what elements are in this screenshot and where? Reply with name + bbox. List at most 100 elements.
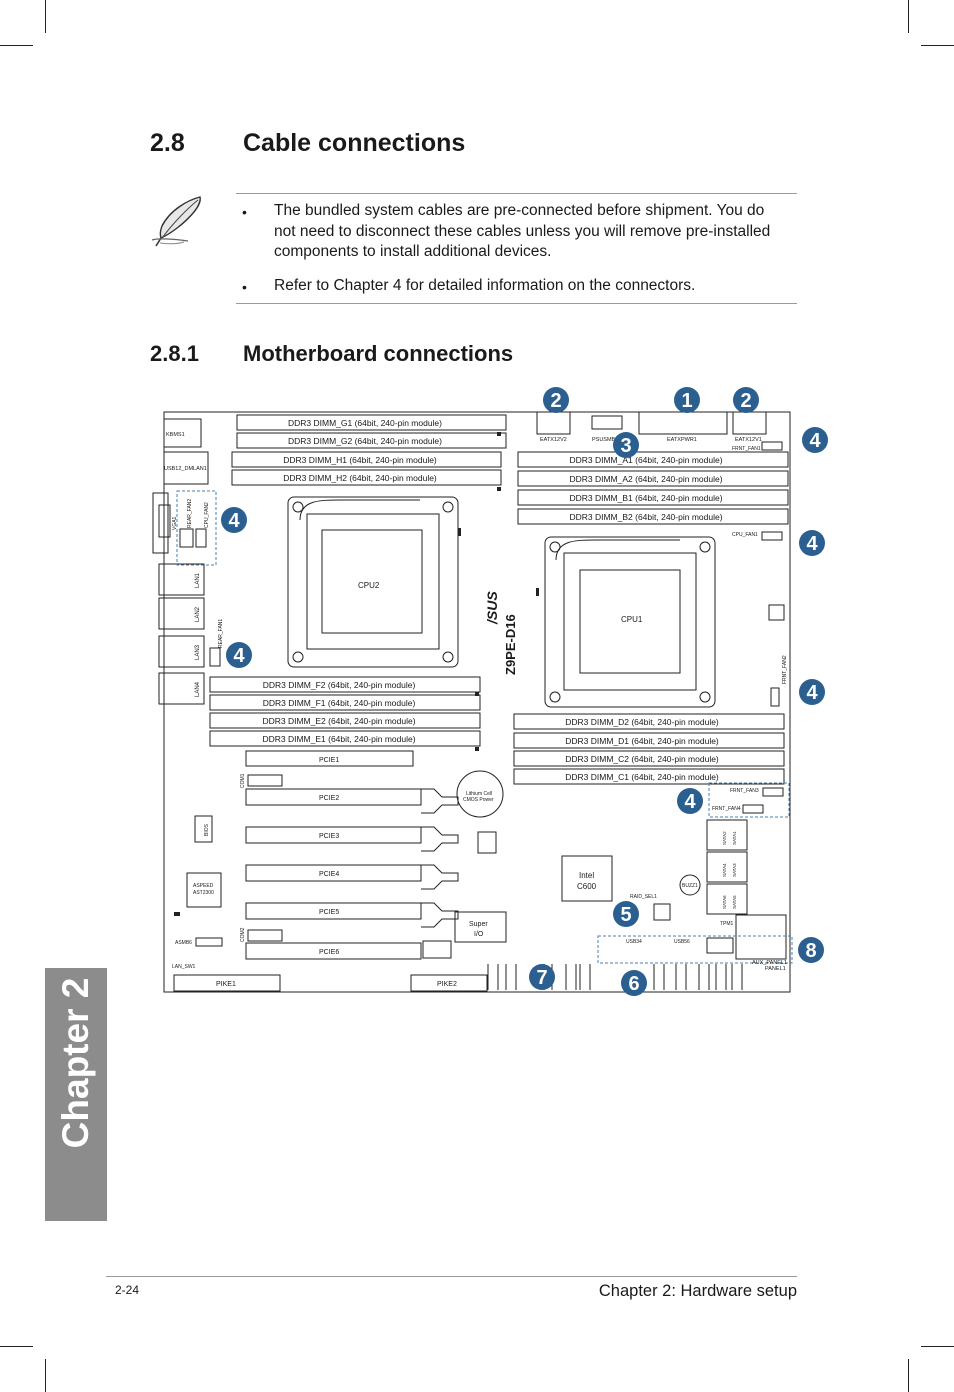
svg-text:3: 3 [620, 435, 631, 457]
psusmb-label: PSUSMB [592, 437, 616, 443]
note-bullet-2: Refer to Chapter 4 for detailed informat… [274, 277, 696, 294]
frnt-fan1-label: FRNT_FAN1 [732, 446, 761, 452]
callout-marker: 4 [221, 507, 247, 533]
dimm-f2-label: DDR3 DIMM_F2 (64bit, 240-pin module) [263, 680, 416, 690]
battery-label-1: Lithium Cell [466, 791, 492, 797]
chapter-tab-label: Chapter 2 [55, 977, 96, 1149]
com1-label: COM1 [240, 773, 246, 788]
callout-marker: 7 [529, 964, 555, 990]
dimm-f1-label: DDR3 DIMM_F1 (64bit, 240-pin module) [263, 698, 416, 708]
dimm-g2-label: DDR3 DIMM_G2 (64bit, 240-pin module) [288, 436, 442, 446]
subsection-number: 2.8.1 [150, 341, 199, 366]
frnt-fan4-label: FRNT_FAN4 [712, 806, 741, 812]
pcie4-label: PCIE4 [319, 871, 339, 878]
eatx12v2-label: EATX12V2 [540, 437, 567, 443]
usb56-label: USB56 [674, 939, 690, 945]
svg-text:4: 4 [806, 533, 818, 555]
pcie6-label: PCIE6 [319, 949, 339, 956]
sata-label-1: SATA1 [732, 831, 737, 845]
pcie2-label: PCIE2 [319, 795, 339, 802]
svg-text:4: 4 [228, 510, 240, 532]
frnt-fan3-label: FRNT_FAN3 [730, 788, 759, 794]
dimm-e1-label: DDR3 DIMM_E1 (64bit, 240-pin module) [262, 734, 415, 744]
crop-mark [908, 1359, 909, 1392]
svg-text:4: 4 [809, 430, 821, 452]
dimm-h1-label: DDR3 DIMM_H1 (64bit, 240-pin module) [283, 455, 437, 465]
svg-text:1: 1 [681, 390, 692, 412]
dimm-b1-label: DDR3 DIMM_B1 (64bit, 240-pin module) [569, 493, 722, 503]
vga1-label: VGA1 [172, 516, 178, 530]
chapter-tab: Chapter 2 [45, 968, 107, 1221]
lan3-label: LAN3 [195, 644, 201, 660]
dimm-b2-label: DDR3 DIMM_B2 (64bit, 240-pin module) [569, 512, 722, 522]
bios-label: BIOS [204, 823, 210, 836]
aspeed-label-2: AST2300 [193, 890, 214, 896]
dimm-a2-label: DDR3 DIMM_A2 (64bit, 240-pin module) [569, 474, 722, 484]
note-bottom-rule [236, 303, 797, 304]
sata-label-2: SATA2 [722, 831, 727, 845]
dimm-d1-label: DDR3 DIMM_D1 (64bit, 240-pin module) [565, 736, 719, 746]
eatx12v1-label: EATX12V1 [735, 437, 762, 443]
usb34-label: USB34 [626, 939, 642, 945]
dimm-c2-label: DDR3 DIMM_C2 (64bit, 240-pin module) [565, 754, 719, 764]
buzz-label: BUZZ1 [682, 883, 698, 889]
note-bullet-1: The bundled system cables are pre-connec… [274, 202, 771, 260]
svg-text:4: 4 [806, 682, 818, 704]
usb12-label: USB12_DMLAN1 [164, 466, 207, 472]
brand-logo: /SUS [484, 591, 500, 625]
model-name: Z9PE-D16 [503, 614, 518, 675]
pcie1-label: PCIE1 [319, 757, 339, 764]
crop-mark [908, 0, 909, 33]
cpu-fan1-label: CPU_FAN1 [732, 532, 758, 538]
dimm-a1-label: DDR3 DIMM_A1 (64bit, 240-pin module) [569, 455, 722, 465]
callout-marker: 4 [677, 788, 703, 814]
sata-label-6: SATA6 [722, 895, 727, 909]
aspeed-label-1: ASPEED [193, 883, 214, 889]
kbms1-label: KBMS1 [166, 432, 185, 438]
sata-label-5: SATA5 [732, 895, 737, 909]
dimm-g1-label: DDR3 DIMM_G1 (64bit, 240-pin module) [288, 418, 442, 428]
cpu2-label: CPU2 [358, 581, 380, 590]
section-number: 2.8 [150, 129, 185, 157]
callout-marker: 6 [621, 970, 647, 996]
svg-text:4: 4 [684, 791, 696, 813]
superio-label-1: Super [469, 921, 488, 928]
pcie5-label: PCIE5 [319, 909, 339, 916]
svg-text:5: 5 [620, 904, 631, 926]
crop-mark [45, 0, 46, 33]
asmb6-label: ASMB6 [175, 940, 192, 946]
raid-sel-label: RAID_SEL1 [630, 894, 657, 900]
panel-label: PANEL1 [765, 966, 786, 972]
intel-label-2: C600 [577, 882, 597, 891]
callout-marker: 4 [802, 427, 828, 453]
pcie3-label: PCIE3 [319, 833, 339, 840]
bullet-marker: • [242, 204, 247, 220]
crop-mark [0, 45, 33, 46]
callout-marker: 4 [799, 679, 825, 705]
svg-text:2: 2 [740, 390, 751, 412]
callout-marker: 2 [543, 387, 569, 413]
footer-rule [106, 1276, 797, 1277]
rear-fan1-label: REAR_FAN1 [218, 619, 224, 648]
svg-text:6: 6 [628, 973, 639, 995]
subsection-title: Motherboard connections [243, 341, 514, 366]
superio-label-2: I/O [474, 931, 484, 938]
aux-panel-label: AUX_PANEL1 [752, 960, 787, 966]
lan4-label: LAN4 [195, 681, 201, 697]
rear-fan2-label: REAR_FAN2 [187, 499, 193, 528]
callout-marker: 8 [798, 937, 824, 963]
callout-marker: 3 [613, 432, 639, 458]
svg-text:7: 7 [536, 967, 547, 989]
tpm-label: TPM1 [720, 921, 734, 927]
crop-mark [921, 1346, 954, 1347]
com2-label: COM2 [240, 927, 246, 942]
lan1-label: LAN1 [195, 572, 201, 588]
eatxpwr1-label: EATXPWR1 [667, 437, 697, 443]
pike2-label: PIKE2 [437, 981, 457, 988]
battery-label-2: CMOS Power [463, 797, 494, 803]
pike1-label: PIKE1 [216, 981, 236, 988]
dimm-d2-label: DDR3 DIMM_D2 (64bit, 240-pin module) [565, 717, 719, 727]
dimm-e2-label: DDR3 DIMM_E2 (64bit, 240-pin module) [262, 716, 415, 726]
crop-mark [0, 1346, 33, 1347]
